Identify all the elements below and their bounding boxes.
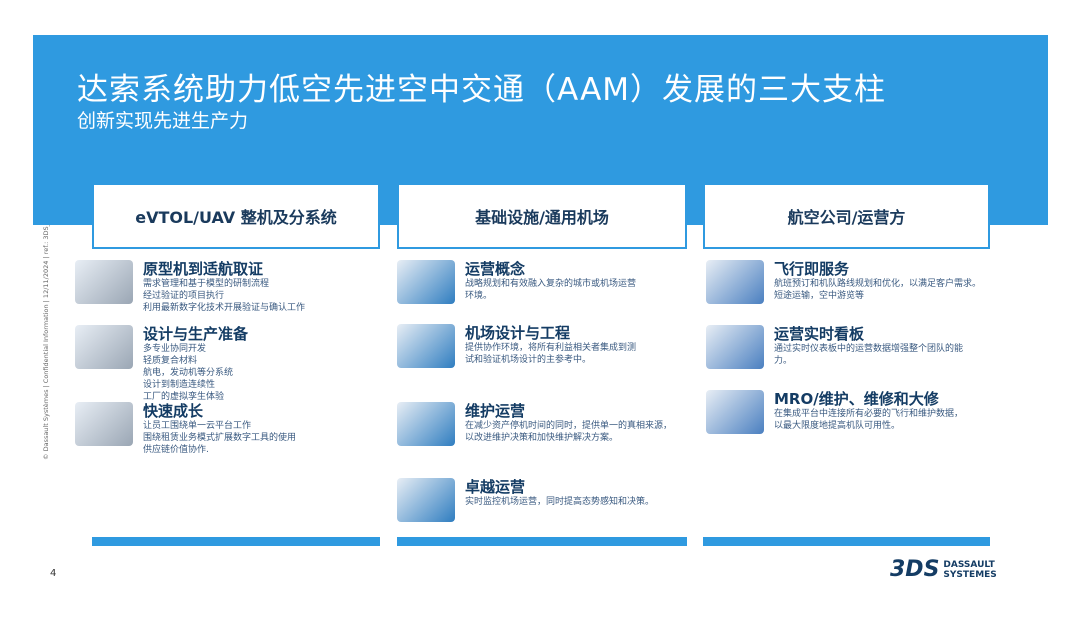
item-title: 维护运营: [465, 402, 526, 420]
confidential-note: © Dassault Systèmes | Confidential Infor…: [42, 225, 50, 460]
list-item: 原型机到适航取证需求管理和基于模型的研制流程经过验证的项目执行利用最新数字化技术…: [75, 260, 305, 314]
item-desc: 环境。: [465, 291, 493, 301]
list-item: 运营概念战略规划和有效融入复杂的城市或机场运营环境。: [397, 260, 636, 304]
airport-design-icon: [397, 324, 455, 368]
list-item: MRO/维护、维修和大修在集成平台中连接所有必要的飞行和维护数据， 以最大限度地提…: [706, 390, 963, 434]
item-desc: 战略规划和有效融入复杂的城市或机场运营: [465, 279, 637, 289]
item-title: 快速成长: [143, 402, 204, 420]
aircraft-icon: [75, 260, 133, 304]
item-desc: 提供协作环境，将所有利益相关者集成到测: [465, 343, 637, 353]
item-title: 飞行即服务: [774, 260, 850, 278]
list-item: 飞行即服务航班预订和机队路线规划和优化，以满足客户需求。短途运输，空中游览等: [706, 260, 981, 304]
item-desc: 供应链价值协作.: [143, 445, 209, 455]
item-desc: 力。: [774, 356, 793, 366]
phone-app-icon: [706, 260, 764, 304]
mro-platform-icon: [706, 390, 764, 434]
item-desc: 经过验证的项目执行: [143, 291, 225, 301]
item-desc: 航电，发动机等分系统: [143, 368, 234, 378]
item-desc: 实时监控机场运营，同时提高态势感知和决策。: [465, 497, 655, 507]
item-desc: 航班预订和机队路线规划和优化，以满足客户需求。: [774, 279, 982, 289]
page-title: 达索系统助力低空先进空中交通（AAM）发展的三大支柱: [77, 72, 887, 108]
item-desc: 轻质复合材料: [143, 356, 198, 366]
column-header-infrastructure: 基础设施/通用机场: [397, 183, 687, 249]
item-desc: 多专业协同开发: [143, 344, 207, 354]
list-item: 运营实时看板通过实时仪表板中的运营数据增强整个团队的能力。: [706, 325, 963, 369]
page-subtitle: 创新实现先进生产力: [77, 110, 249, 132]
column-footer-bar: [397, 537, 687, 546]
item-desc: 以改进维护决策和加快维护解决方案。: [465, 433, 619, 443]
column-footer-bar: [92, 537, 380, 546]
column-header-evtol: eVTOL/UAV 整机及分系统: [92, 183, 380, 249]
operations-concept-icon: [397, 260, 455, 304]
item-desc: 围绕租赁业务模式扩展数字工具的使用: [143, 433, 297, 443]
item-desc: 需求管理和基于模型的研制流程: [143, 279, 270, 289]
dashboard-icon: [706, 325, 764, 369]
item-desc: 设计到制造连续性: [143, 380, 216, 390]
item-desc: 在集成平台中连接所有必要的飞行和维护数据，: [774, 409, 964, 419]
item-title: 运营概念: [465, 260, 526, 278]
column-header-airline: 航空公司/运营方: [703, 183, 990, 249]
item-title: 卓越运营: [465, 478, 526, 496]
list-item: 维护运营在减少资产停机时间的同时，提供单一的真相来源， 以改进维护决策和加快维护解…: [397, 402, 672, 446]
item-desc: 让员工围绕单一云平台工作: [143, 421, 252, 431]
3ds-logo-icon: 3DS: [890, 557, 940, 582]
item-desc: 通过实时仪表板中的运营数据增强整个团队的能: [774, 344, 964, 354]
item-title: 机场设计与工程: [465, 324, 571, 342]
item-desc: 利用最新数字化技术开展验证与确认工作: [143, 303, 306, 313]
item-desc: 在减少资产停机时间的同时，提供单一的真相来源，: [465, 421, 673, 431]
item-desc: 短途运输，空中游览等: [774, 291, 865, 301]
list-item: 卓越运营实时监控机场运营，同时提高态势感知和决策。: [397, 478, 654, 522]
item-title: MRO/维护、维修和大修: [774, 390, 939, 408]
item-title: 运营实时看板: [774, 325, 865, 343]
item-desc: 试和验证机场设计的主参考中。: [465, 355, 592, 365]
page-number: 4: [50, 568, 57, 579]
logo-line1: DASSAULT: [943, 559, 995, 570]
cloud-icon: [75, 402, 133, 446]
item-desc: 以最大限度地提高机队可用性。: [774, 421, 901, 431]
maintenance-icon: [397, 402, 455, 446]
robot-arm-icon: [75, 325, 133, 369]
list-item: 快速成长让员工围绕单一云平台工作围绕租赁业务模式扩展数字工具的使用供应链价值协作…: [75, 402, 296, 456]
control-room-icon: [397, 478, 455, 522]
list-item: 机场设计与工程提供协作环境，将所有利益相关者集成到测试和验证机场设计的主参考中。: [397, 324, 636, 368]
item-title: 设计与生产准备: [143, 325, 249, 343]
column-footer-bar: [703, 537, 990, 546]
item-title: 原型机到适航取证: [143, 260, 264, 278]
item-desc: 工厂的虚拟孪生体验: [143, 392, 225, 402]
logo-line2: SYSTEMES: [943, 569, 997, 580]
list-item: 设计与生产准备多专业协同开发轻质复合材料航电，发动机等分系统设计到制造连续性工厂…: [75, 325, 248, 403]
